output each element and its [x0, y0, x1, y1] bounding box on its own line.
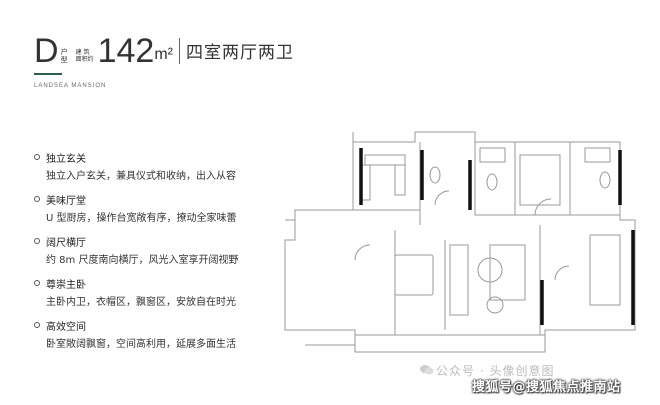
feature-title: 美味厅堂: [46, 195, 86, 207]
feature-item: 高效空间 卧室敞阔飘窗，空间高利用，延展多面生活: [34, 318, 249, 350]
bullet-icon: [34, 280, 40, 286]
bullet-icon: [34, 238, 40, 244]
feature-item: 独立玄关 独立入户玄关，兼具仪式和收纳，出入从容: [34, 150, 249, 182]
layout-name: 四室两厅两卫: [185, 43, 294, 63]
feature-item: 阔尺横厅 约 8m 尺度南向横厅，风光入室享开阔视野: [34, 234, 249, 266]
accent-line: [34, 73, 62, 75]
wechat-icon: [420, 365, 434, 375]
feature-item: 尊崇主卧 主卧内卫，衣帽区，飘窗区，安放自在时光: [34, 276, 249, 308]
feature-desc: 约 8m 尺度南向横厅，风光入室享开阔视野: [46, 255, 239, 266]
unit-type-letter: D: [34, 32, 59, 70]
feature-title: 独立玄关: [46, 153, 86, 165]
feature-desc: 主卧内卫，衣帽区，飘窗区，安放自在时光: [46, 297, 236, 308]
watermark-source: 搜狐号@搜狐焦点推南站: [472, 380, 621, 395]
unit-type-label: 户 型: [60, 48, 68, 64]
feature-desc: 卧室敞阔飘窗，空间高利用，延展多面生活: [46, 339, 236, 350]
feature-desc: 独立入户玄关，兼具仪式和收纳，出入从容: [46, 171, 236, 182]
area-unit: m²: [154, 46, 173, 63]
feature-desc: U 型厨房，操作台宽敞有序，撩动全家味蕾: [46, 213, 237, 224]
feature-title: 阔尺横厅: [46, 237, 86, 249]
brand-name: LANDSEA MANSION: [34, 83, 107, 89]
header-divider: [178, 38, 180, 64]
bullet-icon: [34, 322, 40, 328]
area-label: 建 筑 面积约: [75, 49, 94, 63]
feature-item: 美味厅堂 U 型厨房，操作台宽敞有序，撩动全家味蕾: [34, 192, 249, 224]
bullet-icon: [34, 154, 40, 160]
layout-header: D 户 型 建 筑 面积约 142 m² 四室两厅两卫: [34, 28, 294, 68]
bullet-icon: [34, 196, 40, 202]
feature-title: 尊崇主卧: [46, 279, 86, 291]
feature-list: 独立玄关 独立入户玄关，兼具仪式和收纳，出入从容 美味厅堂 U 型厨房，操作台宽…: [34, 150, 249, 360]
watermark-text: 公众号 · 头像创意图: [436, 364, 555, 378]
feature-title: 高效空间: [46, 321, 86, 333]
area-number: 142: [97, 32, 155, 70]
plan-outline: [284, 131, 636, 353]
floor-plan: [284, 131, 636, 353]
